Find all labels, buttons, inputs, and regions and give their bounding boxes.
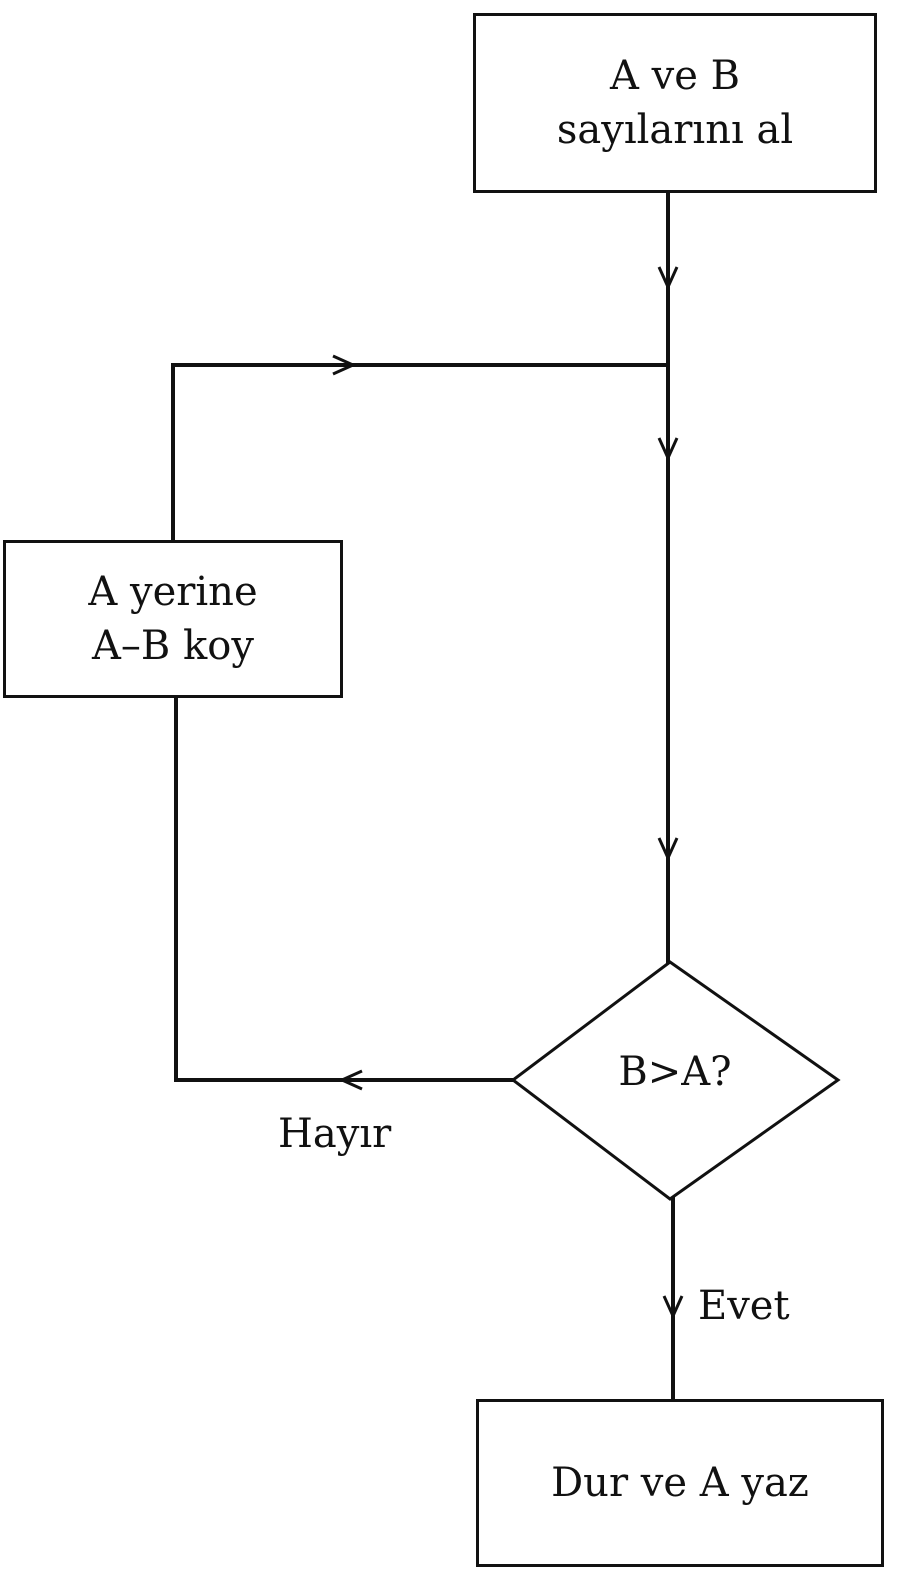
input-step-line2: sayılarını al (556, 107, 794, 153)
decision-question: B>A? (618, 1049, 732, 1095)
decision-diamond (510, 960, 841, 1201)
end-step-box: Dur ve A yaz (476, 1399, 884, 1567)
arrow-down-icon (662, 1295, 684, 1320)
update-step-line1: A yerine (88, 569, 258, 615)
arrow-down-icon (657, 837, 679, 862)
arrow-left-icon (338, 1069, 363, 1091)
connector-loop-back (171, 363, 670, 542)
arrow-right-icon (332, 354, 357, 376)
input-step-box: A ve B sayılarını al (473, 13, 877, 193)
connector-no-branch (174, 696, 515, 1082)
update-step-box: A yerine A–B koy (3, 540, 343, 698)
input-step-line1: A ve B (610, 53, 740, 99)
no-branch-label: Hayır (278, 1111, 392, 1157)
arrow-down-icon (657, 266, 679, 291)
arrow-down-icon (657, 437, 679, 462)
end-step-label: Dur ve A yaz (551, 1460, 809, 1506)
update-step-line2: A–B koy (92, 623, 254, 669)
yes-branch-label: Evet (698, 1283, 790, 1329)
